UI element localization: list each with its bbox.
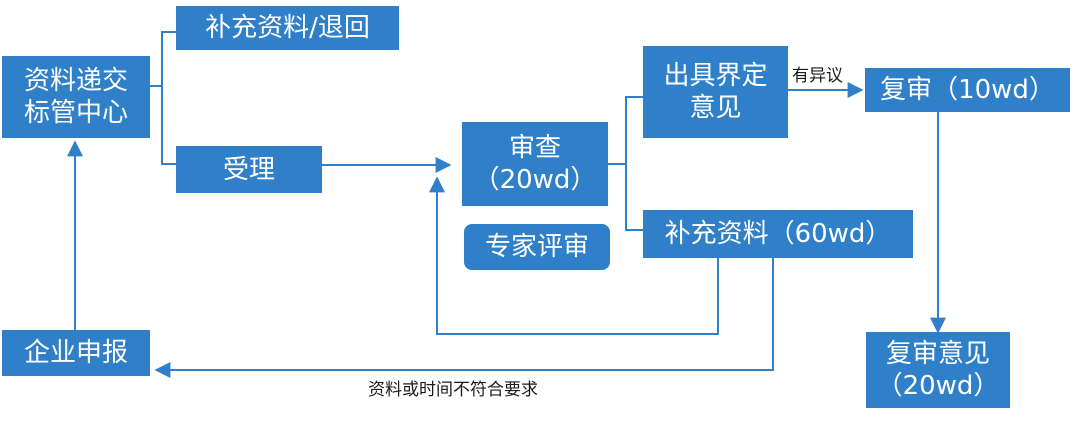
node-submission-center: 资料递交 标管中心 bbox=[2, 56, 150, 138]
node-re-review: 复审（10wd） bbox=[865, 68, 1070, 112]
node-expert-review: 专家评审 bbox=[464, 224, 610, 270]
node-acceptance: 受理 bbox=[176, 146, 322, 193]
node-supplement-return: 补充资料/退回 bbox=[176, 6, 399, 50]
node-re-review-opinion: 复审意见 （20wd） bbox=[866, 332, 1010, 408]
edge-center-to-branches bbox=[150, 31, 176, 165]
node-enterprise-report: 企业申报 bbox=[2, 330, 150, 376]
node-issue-opinion: 出具界定 意见 bbox=[643, 46, 788, 138]
edge-supplement-to-enterprise bbox=[154, 258, 774, 378]
edge-supplement-to-review bbox=[429, 176, 719, 335]
label-noncompliant: 资料或时间不符合要求 bbox=[368, 380, 538, 400]
node-supplement-materials: 补充资料（60wd） bbox=[643, 210, 913, 258]
node-review: 审查 （20wd） bbox=[462, 122, 608, 206]
label-objection: 有异议 bbox=[792, 66, 843, 86]
edge-review-to-branches bbox=[608, 96, 643, 231]
